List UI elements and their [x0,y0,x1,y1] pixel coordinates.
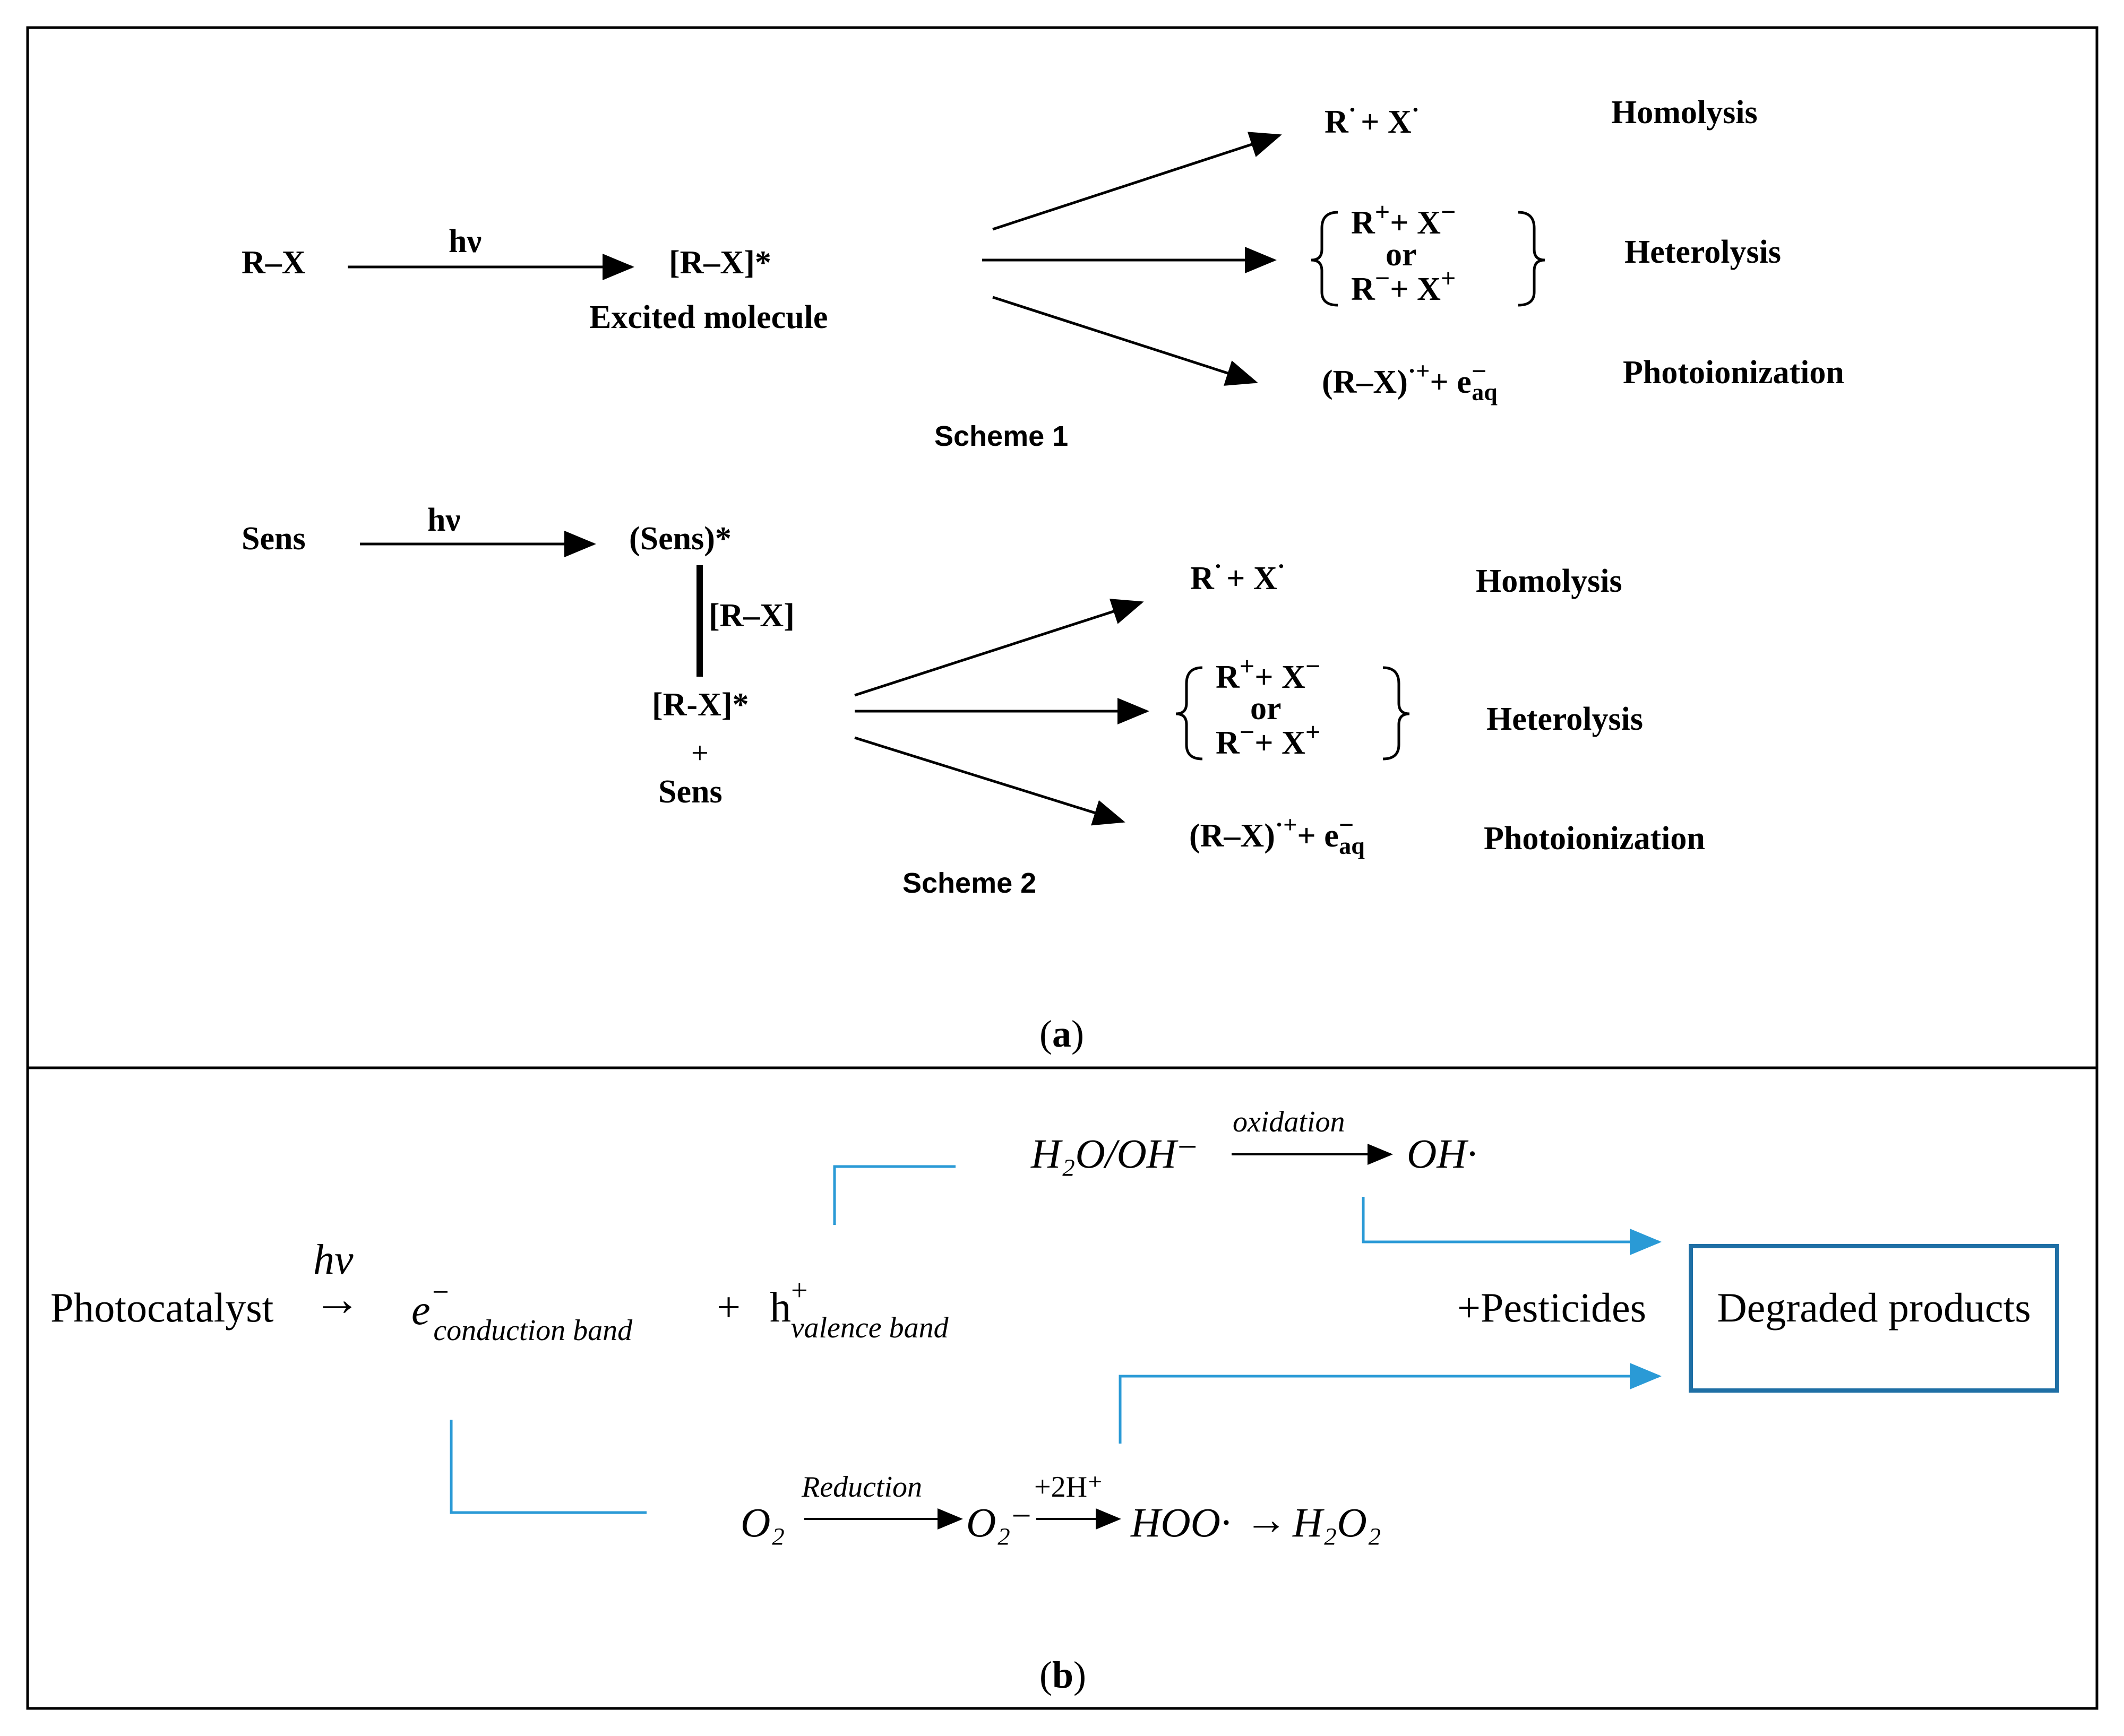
s2-photoionization-name: Photoionization [1484,821,1705,857]
s1-caption: Scheme 1 [934,420,1068,452]
s2-light-label: hν [427,502,460,538]
hole-term: h+valence band [770,1274,949,1344]
s1-photoionization-products: (R–X)·++ e−aq [1322,356,1498,405]
superoxide: O₂⁻ [966,1499,1033,1545]
s2-hetero-line1: R++ X− [1216,651,1320,695]
reduction-label: Reduction [801,1471,922,1504]
s2-hetero-line2: R−+ X+ [1216,717,1320,761]
s1-arrow-photoionization [992,296,1258,386]
s1-homolysis-name: Homolysis [1611,94,1758,131]
oxidation-reactant: H₂O/OH⁻ [1030,1130,1198,1177]
oxidation-label: oxidation [1233,1105,1345,1138]
plus-term: + [717,1284,741,1331]
s2-product-top: [R-X]* [652,687,749,723]
s2-homolysis-name: Homolysis [1476,563,1622,599]
s2-caption: Scheme 2 [902,867,1036,899]
s2-arrow-photoionization [854,736,1125,826]
photo-arrow: → [313,1273,361,1326]
hydroperoxyl: HOO· [1130,1499,1231,1545]
s2-transfer-label: [R–X] [709,598,795,634]
s1-left-brace [1311,211,1338,307]
oxidation-product: OH· [1407,1130,1477,1177]
reduction-to-products-arrow [1119,1363,1662,1444]
final-arrow: → [1245,1497,1287,1543]
s1-heterolysis-name: Heterolysis [1624,234,1781,270]
pesticides-label: +Pesticides [1457,1284,1646,1331]
s2-product-bottom: Sens [658,774,723,810]
hole-connector [833,1165,956,1225]
s1-photoionization-name: Photoionization [1623,355,1844,391]
s2-heterolysis-name: Heterolysis [1486,701,1643,737]
s2-homolysis-products: R·+ X· [1190,552,1285,597]
scheme-2: Sens hν (Sens)* [R–X] [R-X]* + Sens R·+ … [242,502,1705,899]
panel-b-label: (b) [1039,1654,1086,1696]
protonation-label: +2H⁺ [1034,1471,1103,1504]
degraded-products-label: Degraded products [1717,1284,2031,1331]
s2-photoionization-products: (R–X)·++ e−aq [1189,810,1365,859]
scheme-1: R–X hν [R–X]* Excited molecule R·+ X· Ho… [242,94,1844,452]
electron-term: e−conduction band [411,1276,633,1347]
degraded-products-box [1689,1244,2059,1393]
outer-frame [26,26,2099,1710]
panel-a-label: (a) [1039,1013,1084,1055]
s2-arrow-homolysis [854,599,1144,697]
photocatalyst-label: Photocatalyst [50,1284,274,1331]
photocatalysis-scheme: Photocatalyst hν → e−conduction band + h… [50,1105,2059,1545]
s1-reactant: R–X [242,245,306,281]
s2-hetero-or: or [1250,690,1282,727]
s2-product-plus: + [691,736,709,770]
s1-excited: [R–X]* [669,245,771,281]
s1-hetero-line2: R−+ X+ [1351,263,1456,307]
s1-hetero-line1: R++ X− [1351,197,1456,241]
s2-left-brace [1175,666,1203,761]
reduction-start: O₂ [741,1499,785,1545]
s2-reactant: Sens [242,521,306,557]
hv-label: hν [313,1237,354,1283]
s2-right-brace [1382,666,1410,761]
s1-homolysis-products: R·+ X· [1325,96,1420,140]
electron-connector [450,1420,647,1514]
s1-right-brace [1518,211,1545,307]
s2-excited: (Sens)* [629,521,732,557]
s1-hetero-or: or [1386,237,1417,273]
s1-arrow-homolysis [992,132,1282,231]
s1-light-label: hν [449,223,481,260]
peroxide: H₂O₂ [1292,1499,1381,1545]
oxidation-to-products-arrow [1362,1197,1662,1255]
s1-excited-caption: Excited molecule [589,299,828,335]
